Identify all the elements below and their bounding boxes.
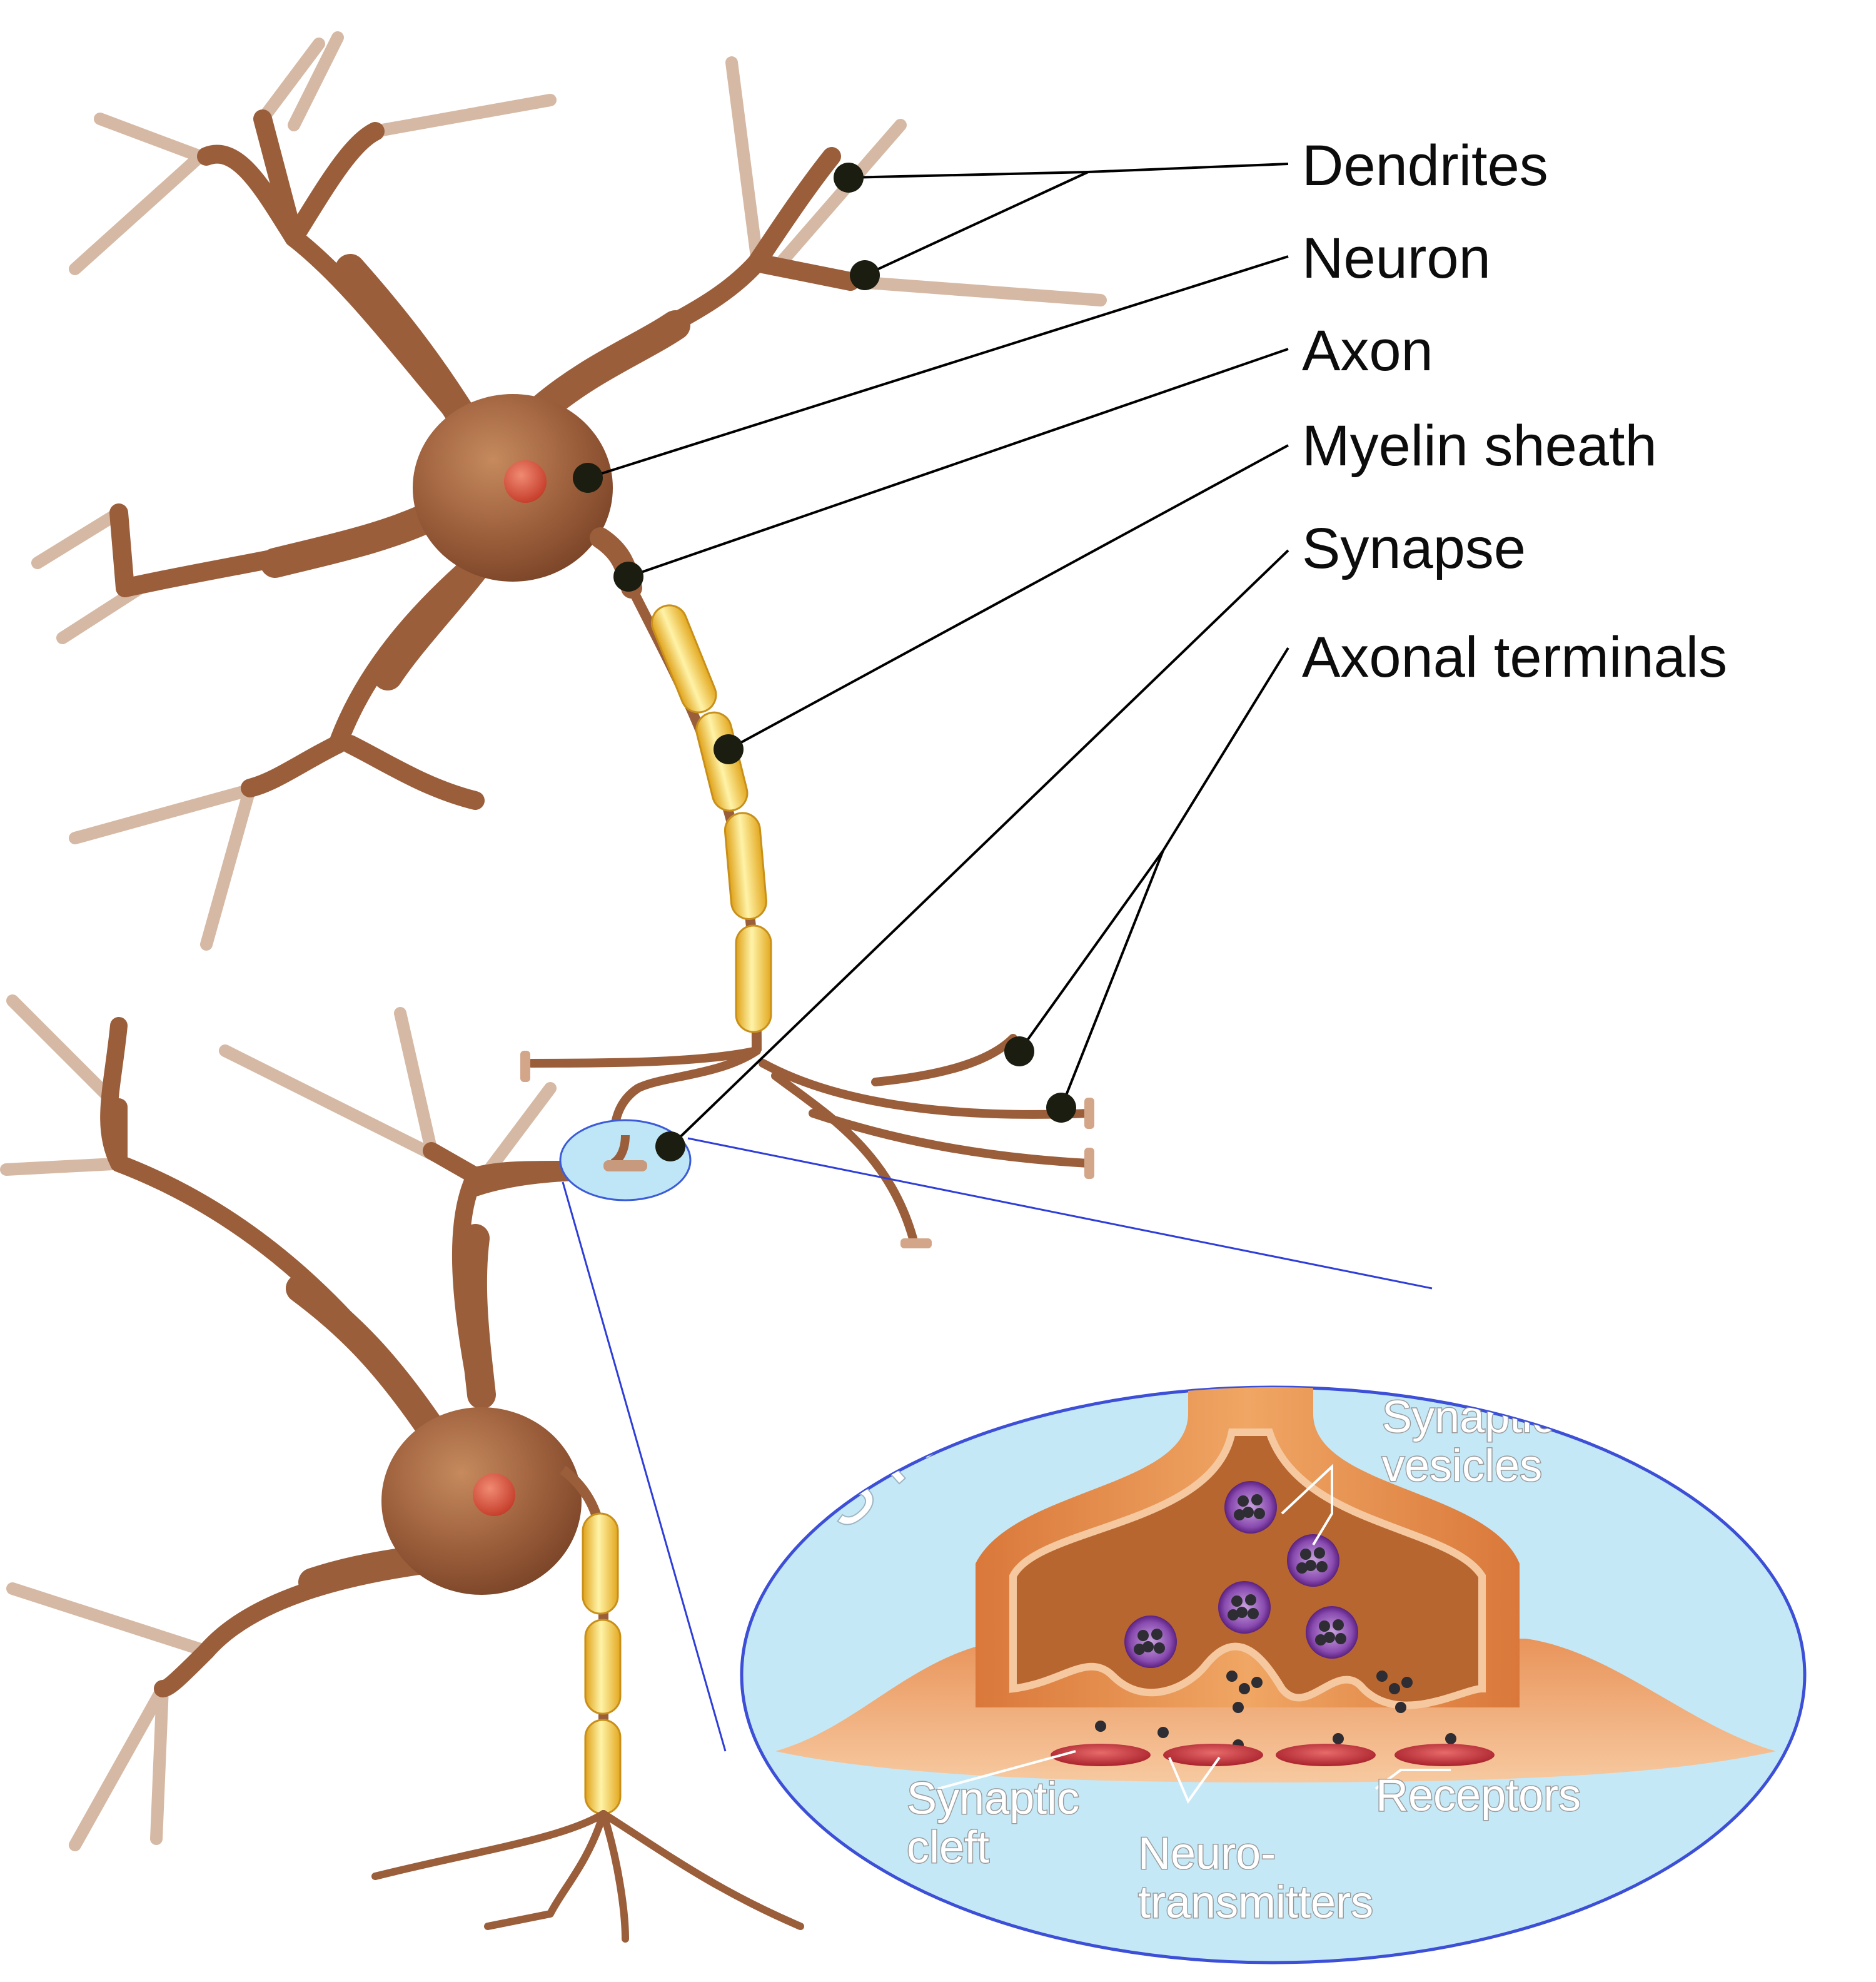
vesicle-contents — [1134, 1494, 1346, 1655]
neurotransmitters-label-line2: transmitters — [1138, 1878, 1373, 1928]
myelin-sheath-marker — [714, 734, 744, 764]
lower-myelin-sheath — [582, 1512, 622, 1815]
lower-nucleus — [473, 1474, 515, 1516]
synaptic-vesicles-label-line2: vesicles — [1382, 1441, 1542, 1491]
neuron-marker — [573, 463, 603, 493]
dendrites-marker — [850, 260, 880, 290]
synapse-marker — [655, 1131, 685, 1161]
neurotransmitters — [1095, 1671, 1456, 1751]
label-leaders — [573, 163, 1289, 1161]
receptor — [1051, 1744, 1151, 1766]
receptor — [1394, 1744, 1495, 1766]
dendrites-marker — [834, 163, 864, 193]
axon-label: Axon — [1302, 319, 1433, 383]
zoom-line-right — [687, 1137, 1433, 1290]
neuron-label: Neuron — [1302, 226, 1491, 290]
synaptic-cleft-label-line1: Synaptic — [907, 1774, 1079, 1824]
upper-neuron — [31, 31, 1107, 1248]
axonal-terminals-marker — [1046, 1093, 1076, 1123]
myelin-sheath-label: Myelin sheath — [1302, 414, 1657, 478]
axonal-terminals-label: Axonal terminals — [1302, 625, 1727, 689]
upper-dendrite-tips — [31, 31, 1107, 951]
axon-marker — [613, 562, 643, 592]
neurotransmitters-label-line1: Neuro- — [1138, 1829, 1276, 1879]
receptors — [1051, 1744, 1495, 1766]
synapse-inset: SYNAPSE Synaptic vesicles Synaptic cleft… — [740, 1385, 1807, 1964]
synapse-label: Synapse — [1302, 517, 1526, 580]
synaptic-cleft-label-line2: cleft — [907, 1823, 989, 1873]
zoom-line-left — [562, 1181, 727, 1752]
inset-leaders — [937, 1464, 1451, 1804]
dendrites-label: Dendrites — [1302, 134, 1548, 198]
receptor — [1163, 1744, 1263, 1766]
lower-dendrite-tips — [0, 994, 557, 1851]
lower-axonal-terminals — [371, 1810, 804, 1943]
receptor — [1276, 1744, 1376, 1766]
upper-nucleus — [504, 460, 547, 503]
receptors-label: Receptors — [1376, 1771, 1581, 1821]
axonal-terminals-marker — [1004, 1036, 1034, 1066]
synaptic-vesicles-label-line1: Synaptic — [1382, 1392, 1555, 1442]
